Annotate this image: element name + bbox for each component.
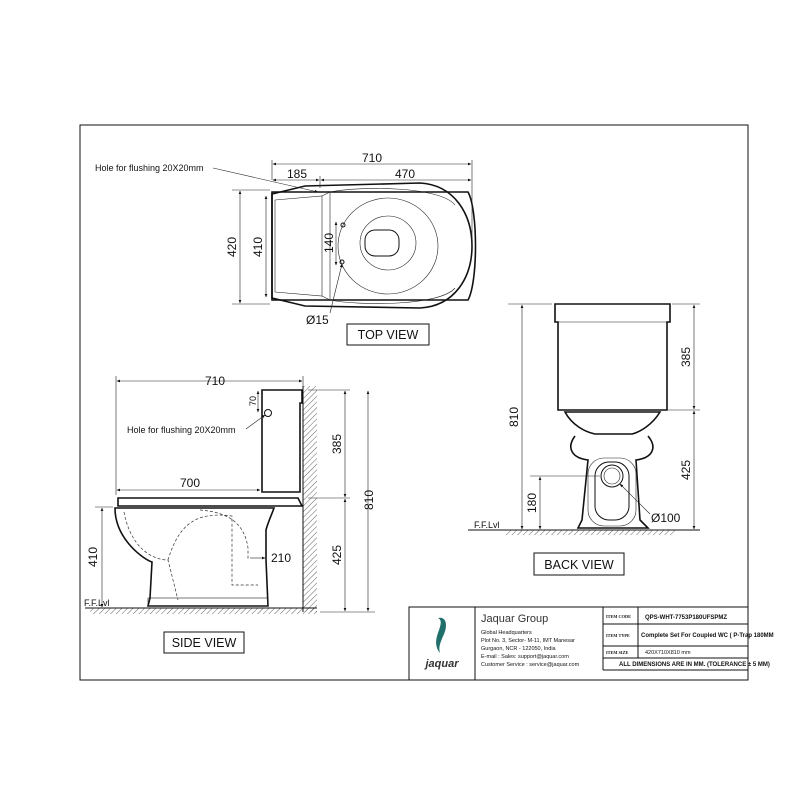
address-line-2: Plot No. 3, Sector- M-11, IMT Manesar	[481, 638, 575, 644]
address-line-4: E-mail : Sales: support@jaquar.com	[481, 654, 569, 660]
bowl-rim	[337, 197, 439, 295]
back-bowl	[570, 435, 654, 529]
top-view-outline	[271, 182, 473, 309]
side-view-label-box	[163, 631, 245, 654]
side-hole-note: Hole for flushing 20X20mm	[127, 425, 236, 435]
item-type: Complete Set For Coupled WC ( P-Trap 180…	[641, 633, 774, 639]
dimensions-note: ALL DIMENSIONS ARE IN MM. (TOLERANCE ± 5…	[619, 662, 770, 668]
floor-hatch	[90, 608, 317, 614]
top-view: 710 185 470 420 410 140 Ø15 Hole for flu…	[95, 151, 477, 346]
top-dim-420: 420	[225, 237, 239, 257]
back-dim-385: 385	[679, 347, 693, 367]
side-dim-710: 710	[205, 374, 225, 388]
side-flush-hole	[264, 409, 272, 417]
item-code-label: ITEM CODE	[606, 614, 631, 619]
address-line-3: Gurgaon, NCR - 122050, India	[481, 646, 557, 652]
side-dim-385: 385	[330, 434, 344, 454]
top-dim-470: 470	[395, 167, 415, 181]
back-view: 810 180 385 425 Ø100 F.F.Lvl BACK VIEW	[468, 303, 700, 576]
back-floor-hatch	[505, 530, 675, 535]
side-dim-810: 810	[362, 490, 376, 510]
back-outlet	[600, 464, 624, 488]
side-tank	[261, 389, 303, 493]
logo-mark	[436, 617, 446, 653]
bowl-outlet	[364, 229, 400, 257]
side-ff-lvl: F.F.Lvl	[84, 598, 110, 608]
logo-text: jaquar	[423, 658, 459, 670]
address-line-5: Customer Service : service@jaquar.com	[481, 662, 580, 668]
side-dim-210: 210	[271, 551, 291, 565]
top-view-label: TOP VIEW	[358, 328, 419, 342]
side-view-label: SIDE VIEW	[172, 636, 237, 650]
company-name: Jaquar Group	[481, 613, 548, 625]
side-dim-70: 70	[248, 396, 258, 406]
sheet-border	[79, 124, 749, 681]
top-hole-note: Hole for flushing 20X20mm	[95, 163, 204, 173]
back-view-label-box	[533, 552, 625, 576]
wall-hatch	[303, 386, 317, 612]
side-bowl	[114, 507, 276, 607]
top-view-label-box	[346, 323, 430, 346]
item-size: 420X710X810 mm	[645, 650, 691, 656]
back-dim-180: 180	[525, 493, 539, 513]
item-size-label: ITEM SIZE	[606, 650, 628, 655]
item-type-label: ITEM TYPE	[606, 633, 630, 638]
side-seat	[117, 497, 304, 507]
top-view-bounding	[271, 191, 477, 301]
top-dim-410: 410	[251, 237, 265, 257]
top-dim-d15: Ø15	[306, 313, 329, 327]
side-view: 710 70 Hole for flushing 20X20mm 700 385…	[84, 374, 376, 654]
top-dim-185: 185	[287, 167, 307, 181]
side-dim-700: 700	[180, 476, 200, 490]
jaquar-logo: jaquar	[423, 617, 459, 670]
title-block-border	[408, 606, 749, 681]
back-view-label: BACK VIEW	[544, 558, 614, 572]
top-dim-140: 140	[322, 233, 336, 253]
address-line-1: Global Headquarters	[481, 630, 532, 636]
back-dim-810: 810	[507, 407, 521, 427]
back-tank	[554, 303, 671, 411]
title-block: jaquar Jaquar Group Global Headquarters …	[408, 606, 774, 681]
side-dim-425: 425	[330, 545, 344, 565]
top-dim-710: 710	[362, 151, 382, 165]
back-dim-d100: Ø100	[651, 511, 681, 525]
side-dim-410: 410	[86, 547, 100, 567]
back-ff-lvl: F.F.Lvl	[474, 520, 500, 530]
back-dim-425: 425	[679, 460, 693, 480]
item-code: QPS-WHT-7753P180UFSPMZ	[645, 615, 727, 621]
